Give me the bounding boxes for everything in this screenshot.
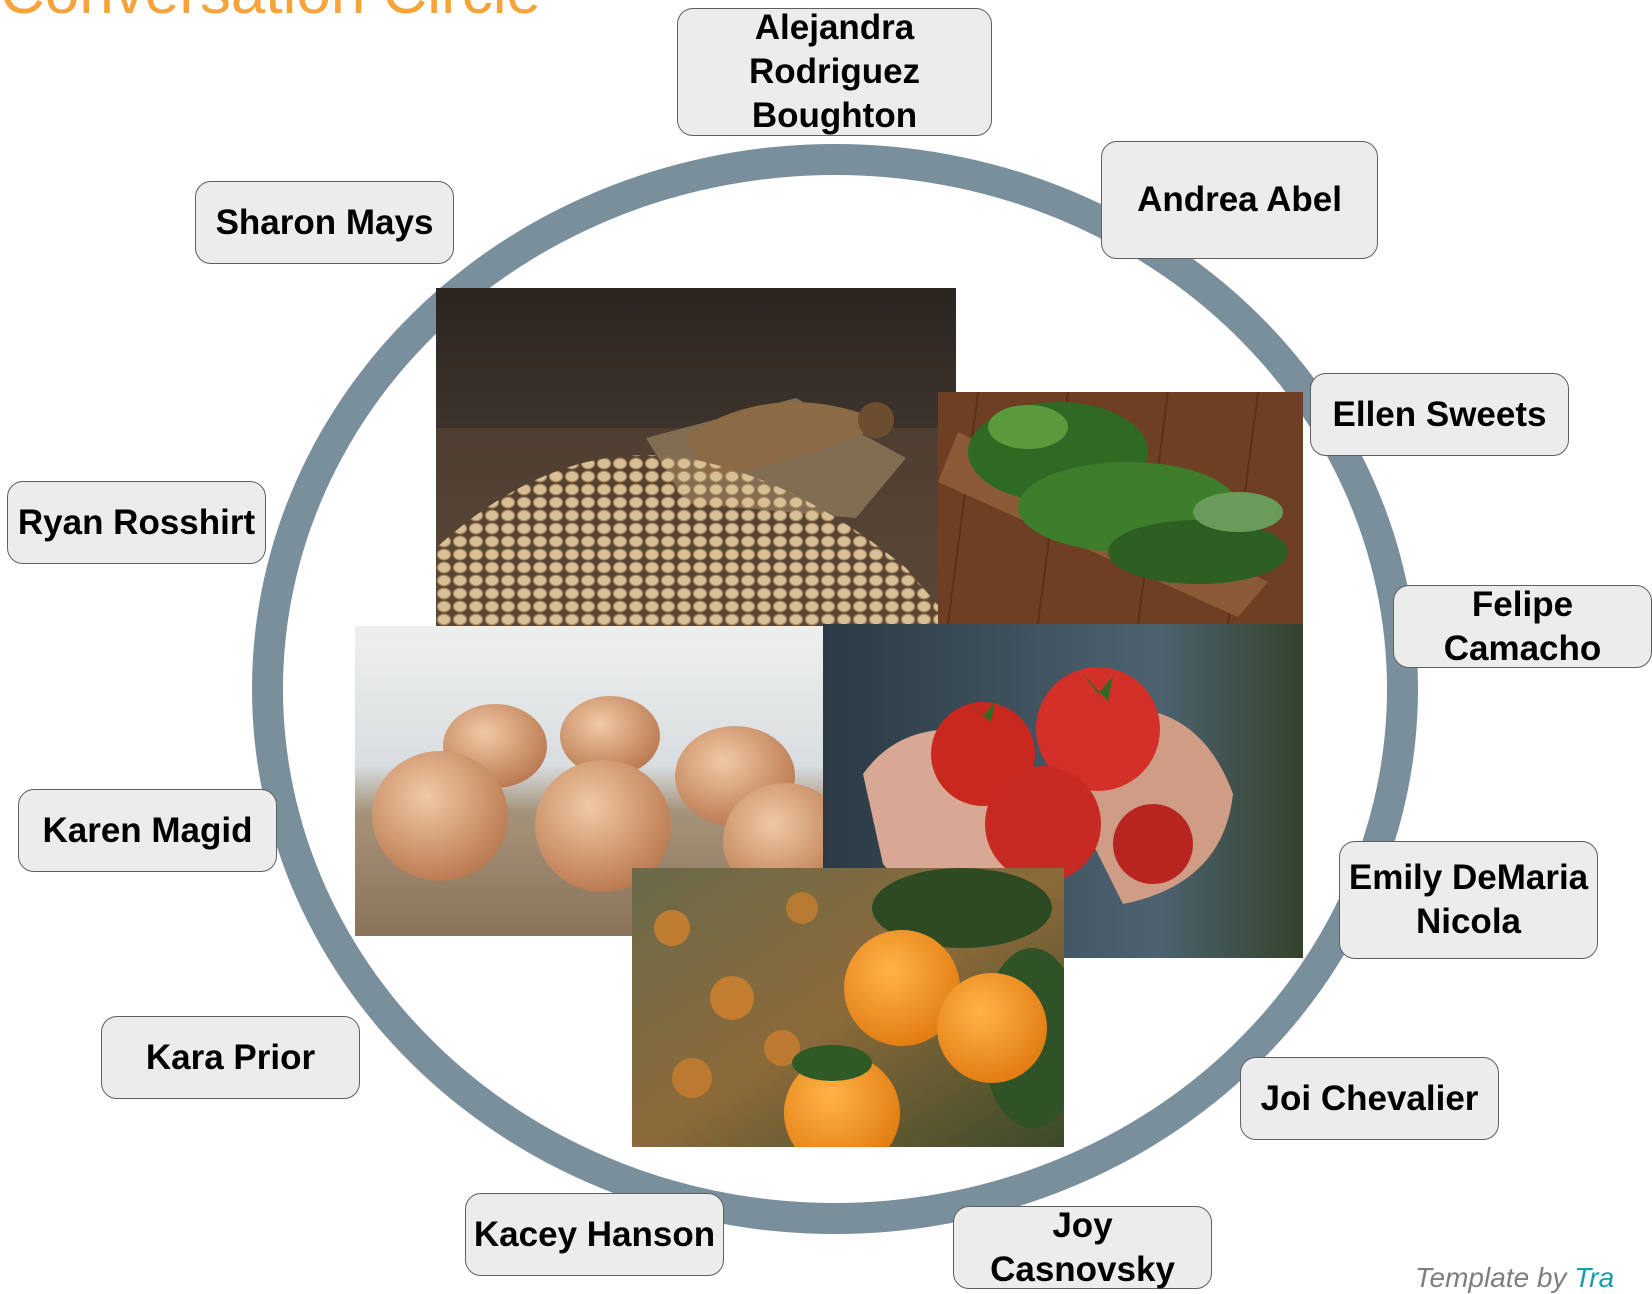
- template-credit: Template by Tra: [1415, 1262, 1614, 1294]
- name-tag: Joi Chevalier: [1240, 1057, 1499, 1140]
- oranges-photo: [632, 868, 1064, 1147]
- name-tag: Ryan Rosshirt: [7, 481, 266, 564]
- credit-brand-link[interactable]: Tra: [1574, 1262, 1615, 1293]
- name-tag: Kacey Hanson: [465, 1193, 724, 1276]
- soybeans-photo: [436, 288, 956, 626]
- name-tag: Andrea Abel: [1101, 141, 1378, 259]
- name-tag: Karen Magid: [18, 789, 277, 872]
- name-tag: Felipe Camacho: [1393, 585, 1652, 668]
- name-tag: Alejandra Rodriguez Boughton: [677, 8, 992, 136]
- credit-prefix: Template by: [1415, 1262, 1575, 1293]
- herbs-photo: [938, 392, 1303, 624]
- name-tag: Joy Casnovsky: [953, 1206, 1212, 1289]
- name-tag: Sharon Mays: [195, 181, 454, 264]
- name-tag: Ellen Sweets: [1310, 373, 1569, 456]
- name-tag: Emily DeMaria Nicola: [1339, 841, 1598, 959]
- name-tag: Kara Prior: [101, 1016, 360, 1099]
- slide-title: Conversation Circle: [0, 0, 541, 24]
